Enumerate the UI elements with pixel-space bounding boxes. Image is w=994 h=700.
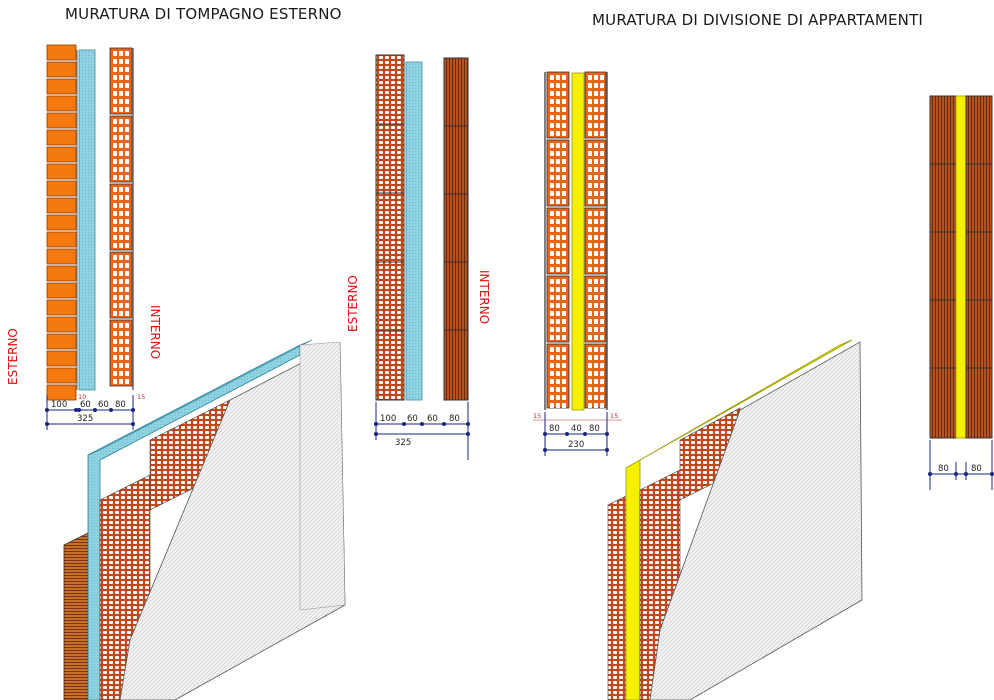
tompagno-section-a: ESTERNO INTERNO 100 10 60 60 80 15 325 [6,44,162,430]
divisione-section-b: 80 80 [928,95,994,490]
dim-c-total: 230 [568,440,584,450]
label-esterno-b: ESTERNO [346,275,360,332]
tompagno-section-b: ESTERNO INTERNO 100 60 60 80 325 [346,54,491,460]
outer-brick-course [46,44,77,401]
dim-c-40: 40 [571,424,582,434]
dim-d-80b: 80 [971,464,982,474]
dim-c-80b: 80 [589,424,600,434]
divisione-section-a: 15 80 40 80 15 230 [533,71,622,456]
hollow-brick-left [546,71,570,409]
label-esterno: ESTERNO [6,328,20,385]
dim-b-total: 325 [395,438,411,448]
dim-b-80: 80 [449,414,460,424]
yellow-insulation [571,72,585,411]
dim-c-15a: 15 [533,412,541,420]
dim-b-100: 100 [380,414,396,424]
insulation-layer-b [405,61,423,401]
label-interno: INTERNO [148,305,162,359]
yellow-insulation-b [955,95,967,439]
dim-d-80a: 80 [938,464,949,474]
isometric-wall-tompagno [63,339,346,700]
dim-b-60a: 60 [407,414,418,424]
dim-c-80a: 80 [549,424,560,434]
terracotta-right [965,95,993,439]
hollow-brick-right [584,71,607,409]
dim-b-60b: 60 [427,414,438,424]
dimension-lines [46,395,134,430]
label-interno-b: INTERNO [477,270,491,324]
title-divisione: MURATURA DI DIVISIONE DI APPARTAMENTI [592,11,923,29]
dim-100: 100 [51,400,67,410]
isometric-wall-divisione [607,339,863,700]
dim-15: 15 [137,393,145,401]
dim-total: 325 [77,414,93,424]
dim-60a: 60 [80,400,91,410]
dim-80: 80 [115,400,126,410]
dim-c-15b: 15 [610,412,618,420]
outer-hollow-brick [375,54,405,401]
title-tompagno: MURATURA DI TOMPAGNO ESTERNO [65,5,342,23]
dim-60b: 60 [98,400,109,410]
inner-terracotta-b [443,57,469,401]
inner-hollow-brick [109,47,133,387]
dim-10: 10 [78,393,86,401]
terracotta-left [929,95,957,439]
insulation-layer [78,49,96,391]
